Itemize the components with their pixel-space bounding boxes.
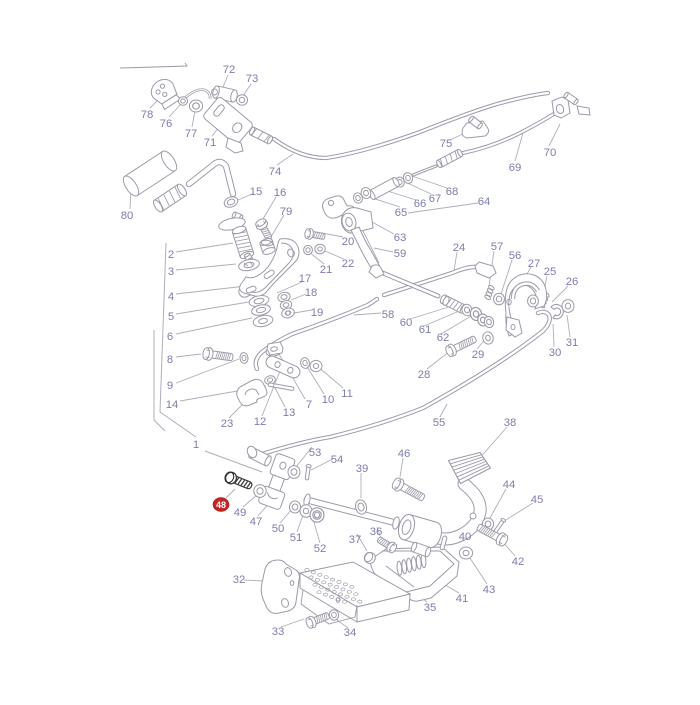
svg-text:40: 40: [459, 531, 472, 543]
svg-text:21: 21: [320, 264, 333, 276]
svg-text:64: 64: [478, 196, 491, 208]
svg-text:49: 49: [234, 507, 247, 519]
svg-text:55: 55: [433, 417, 446, 429]
svg-text:72: 72: [223, 64, 236, 76]
svg-text:79: 79: [280, 206, 293, 218]
svg-text:17: 17: [299, 273, 312, 285]
svg-text:77: 77: [185, 128, 198, 140]
svg-text:60: 60: [400, 317, 413, 329]
svg-text:9: 9: [167, 380, 173, 392]
svg-text:42: 42: [512, 556, 525, 568]
svg-text:53: 53: [309, 447, 322, 459]
svg-text:59: 59: [394, 248, 407, 260]
svg-text:19: 19: [311, 307, 324, 319]
svg-text:22: 22: [342, 258, 355, 270]
svg-text:35: 35: [424, 602, 437, 614]
svg-text:43: 43: [483, 584, 496, 596]
svg-text:45: 45: [531, 494, 544, 506]
svg-text:25: 25: [544, 266, 557, 278]
svg-text:33: 33: [272, 626, 285, 638]
svg-text:4: 4: [168, 291, 174, 303]
svg-text:10: 10: [322, 394, 335, 406]
svg-text:75: 75: [440, 138, 453, 150]
svg-text:68: 68: [446, 186, 459, 198]
svg-text:29: 29: [472, 349, 485, 361]
svg-text:71: 71: [204, 137, 217, 149]
svg-text:48: 48: [216, 500, 226, 510]
svg-text:18: 18: [305, 287, 318, 299]
svg-text:73: 73: [246, 73, 259, 85]
svg-text:6: 6: [167, 331, 173, 343]
svg-text:58: 58: [382, 309, 395, 321]
svg-text:52: 52: [314, 543, 327, 555]
svg-text:2: 2: [168, 249, 174, 261]
svg-text:76: 76: [160, 118, 173, 130]
svg-text:1: 1: [193, 439, 199, 451]
svg-text:11: 11: [341, 388, 353, 400]
svg-text:61: 61: [419, 324, 432, 336]
svg-text:62: 62: [437, 332, 450, 344]
svg-text:5: 5: [168, 311, 174, 323]
svg-text:8: 8: [167, 354, 173, 366]
svg-text:34: 34: [344, 627, 357, 639]
svg-text:78: 78: [141, 109, 154, 121]
svg-text:51: 51: [290, 532, 303, 544]
svg-text:46: 46: [398, 448, 411, 460]
svg-text:27: 27: [528, 258, 541, 270]
svg-text:66: 66: [414, 198, 427, 210]
svg-text:23: 23: [221, 418, 234, 430]
svg-text:7: 7: [306, 399, 312, 411]
svg-text:69: 69: [509, 162, 522, 174]
svg-text:41: 41: [456, 593, 469, 605]
svg-text:16: 16: [274, 187, 287, 199]
svg-text:31: 31: [566, 337, 579, 349]
svg-text:20: 20: [342, 236, 355, 248]
svg-text:24: 24: [453, 242, 466, 254]
svg-text:57: 57: [491, 241, 504, 253]
svg-text:39: 39: [356, 463, 369, 475]
svg-text:28: 28: [418, 369, 431, 381]
svg-text:54: 54: [331, 454, 344, 466]
svg-text:63: 63: [394, 232, 407, 244]
svg-text:74: 74: [269, 166, 282, 178]
svg-text:36: 36: [370, 526, 383, 538]
svg-text:70: 70: [544, 147, 557, 159]
svg-text:50: 50: [272, 523, 285, 535]
svg-text:37: 37: [349, 534, 362, 546]
svg-text:56: 56: [509, 250, 522, 262]
svg-text:30: 30: [549, 347, 562, 359]
svg-text:65: 65: [395, 207, 408, 219]
svg-text:26: 26: [566, 276, 579, 288]
svg-text:14: 14: [166, 399, 179, 411]
svg-text:15: 15: [250, 186, 263, 198]
svg-text:32: 32: [233, 574, 246, 586]
svg-text:3: 3: [168, 266, 174, 278]
svg-text:47: 47: [250, 516, 263, 528]
svg-text:80: 80: [121, 210, 134, 222]
svg-text:13: 13: [283, 407, 296, 419]
svg-text:67: 67: [429, 193, 442, 205]
svg-text:38: 38: [504, 417, 517, 429]
svg-text:44: 44: [503, 479, 516, 491]
svg-text:12: 12: [254, 416, 267, 428]
